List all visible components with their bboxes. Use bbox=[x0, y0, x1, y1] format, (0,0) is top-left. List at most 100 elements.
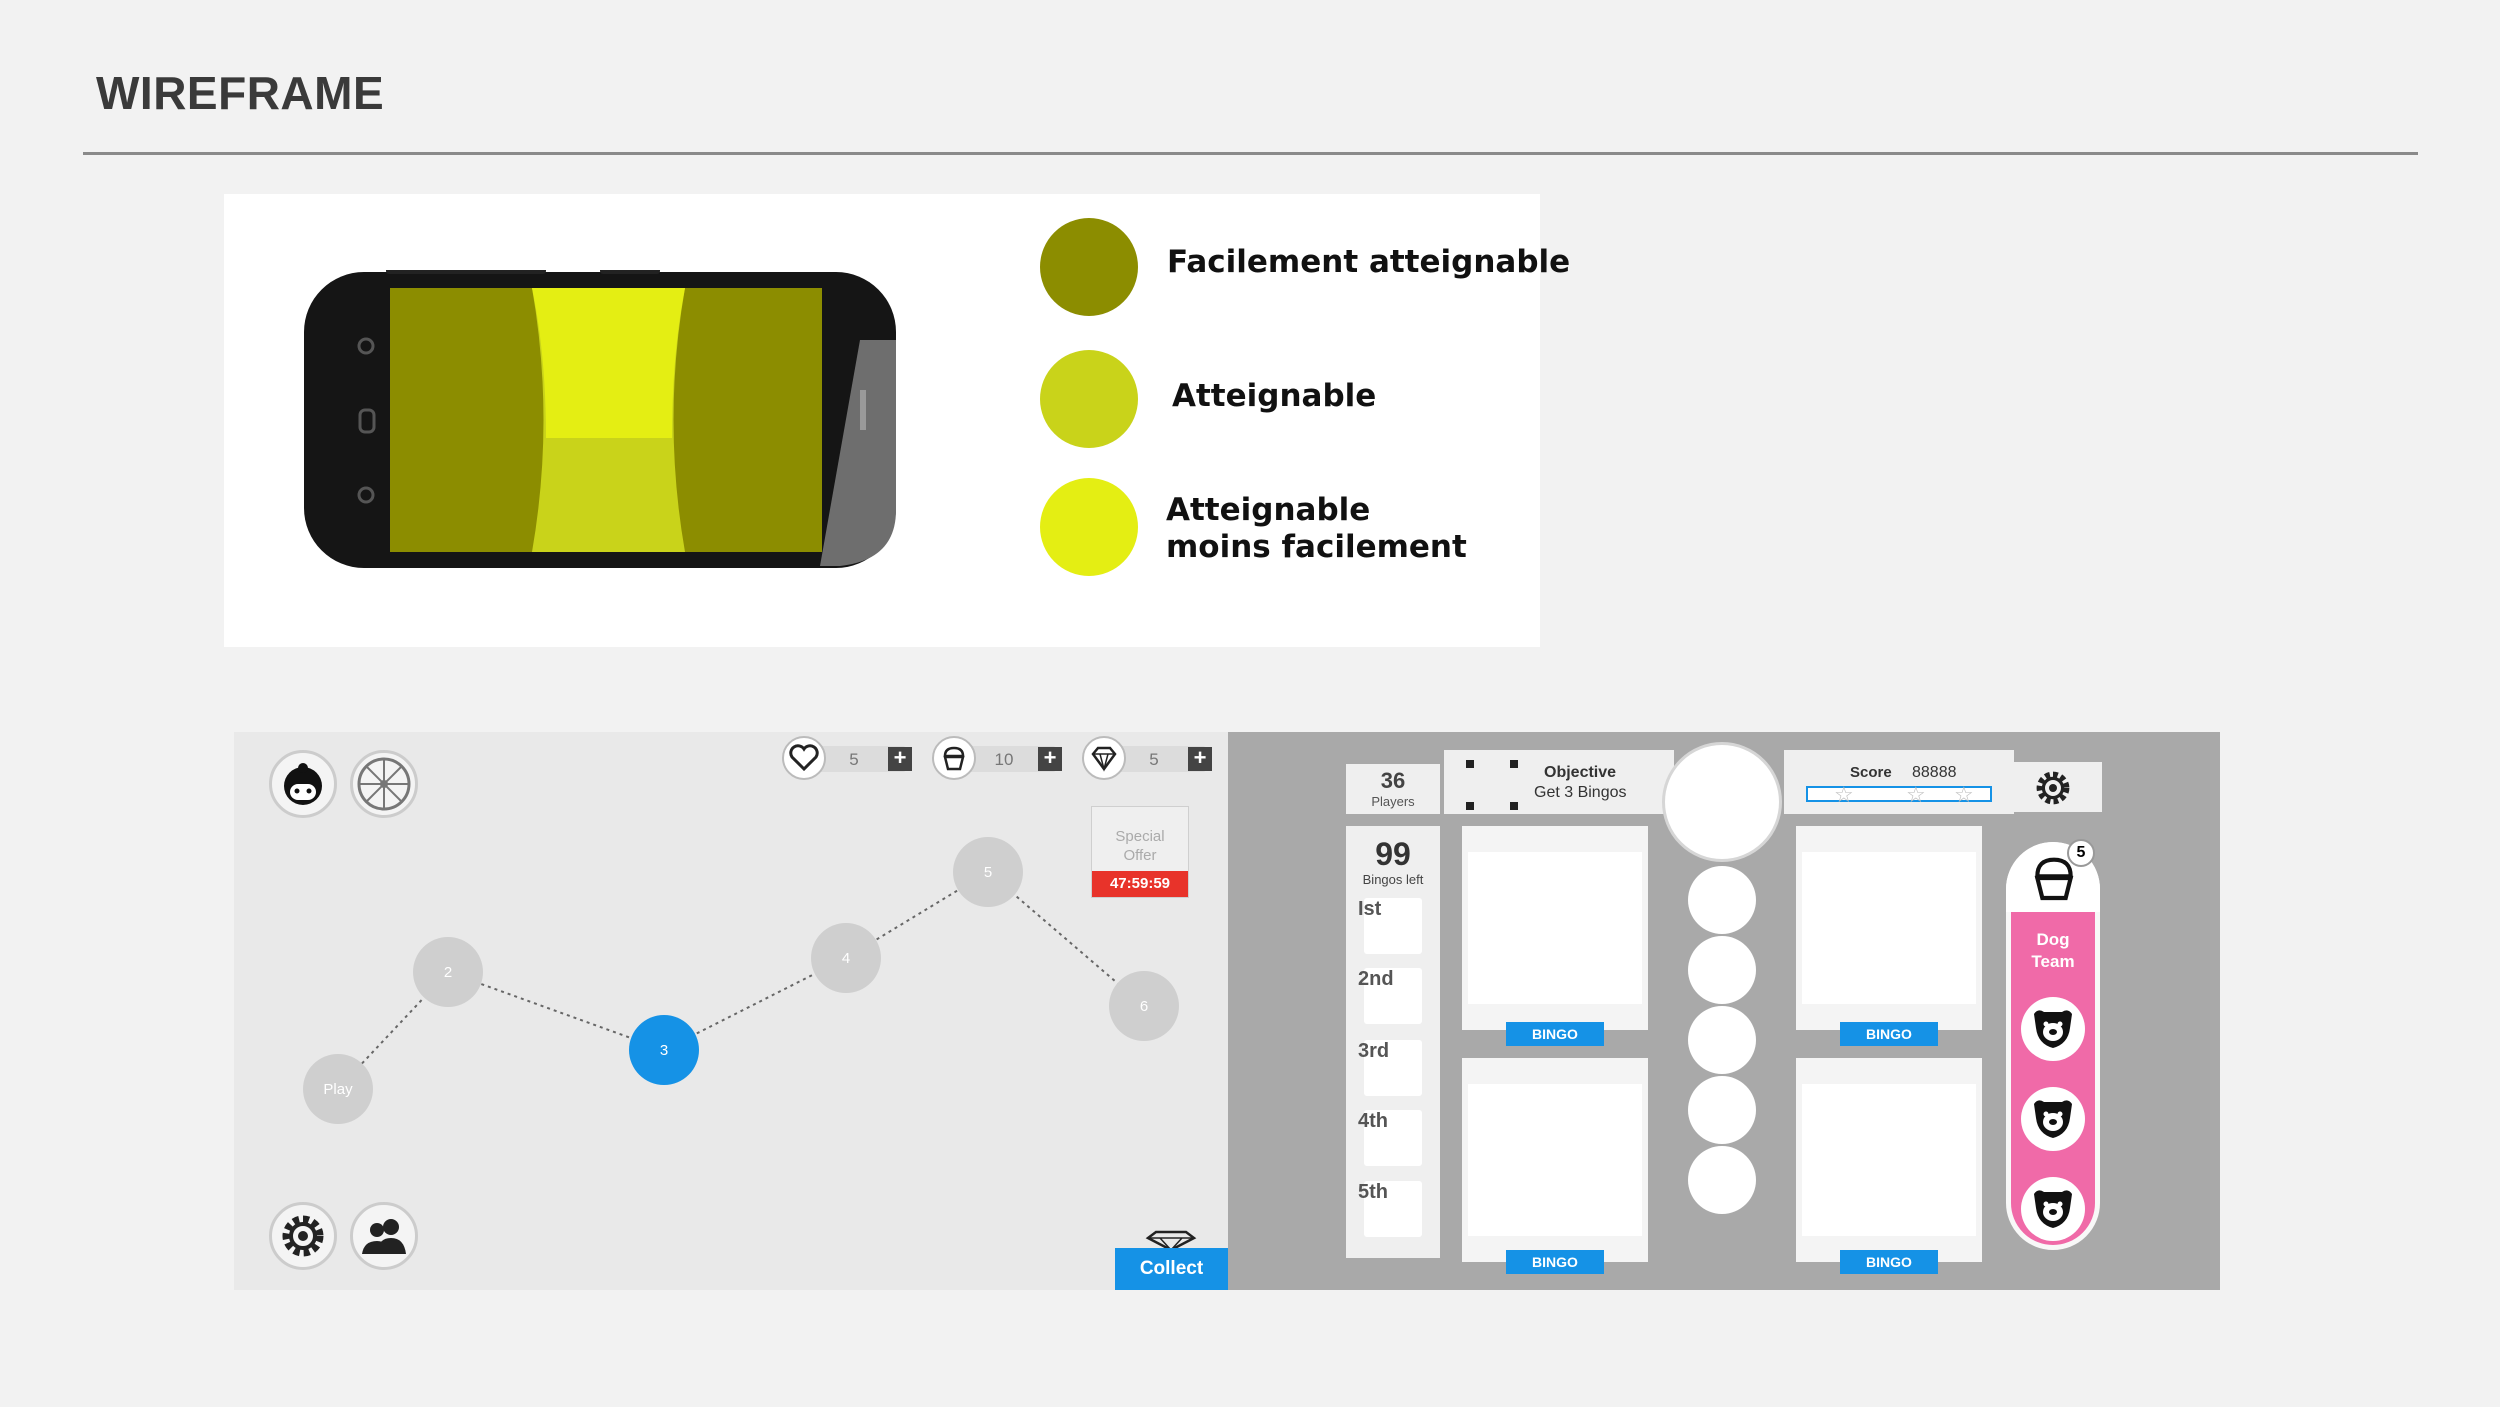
gear-icon[interactable] bbox=[2033, 768, 2073, 808]
level-node-4[interactable]: 4 bbox=[811, 923, 881, 993]
score-progress-bar bbox=[1806, 786, 1992, 802]
level-node-2[interactable]: 2 bbox=[413, 937, 483, 1007]
rank-label-3: 3rd bbox=[1358, 1040, 1390, 1062]
diamond-icon-holder bbox=[1082, 736, 1126, 780]
legend-dot-easy bbox=[1040, 218, 1138, 316]
cupcake-icon bbox=[943, 746, 965, 771]
hearts-value: 5 bbox=[849, 750, 859, 769]
team-badge: 5 bbox=[2067, 839, 2095, 867]
bingo-game-screen: 36 Players Objective Get 3 Bingos Score … bbox=[1228, 732, 2220, 1290]
rank-slot-3 bbox=[1364, 1040, 1422, 1096]
rank-label-4: 4th bbox=[1358, 1110, 1388, 1132]
players-label: Players bbox=[1371, 794, 1415, 809]
heart-icon-holder bbox=[782, 736, 826, 780]
score-star-3: ☆ bbox=[1954, 782, 1974, 807]
offer-timer: 47:59:59 bbox=[1092, 871, 1188, 897]
dog-icon bbox=[2034, 1100, 2072, 1138]
heart-icon bbox=[789, 744, 819, 772]
team-panel: 5 Dog Team bbox=[2006, 839, 2100, 1250]
current-ball bbox=[1662, 742, 1782, 862]
objective-panel: Objective Get 3 Bingos bbox=[1444, 750, 1674, 814]
legend-label-easy: Facilement atteignable bbox=[1167, 244, 1571, 280]
settings-button[interactable] bbox=[269, 1202, 337, 1270]
slide-title: WIREFRAME bbox=[96, 67, 385, 119]
special-offer-line2: Offer bbox=[1123, 847, 1157, 864]
add-hearts-button[interactable]: + bbox=[888, 747, 912, 771]
friends-button[interactable] bbox=[350, 1202, 418, 1270]
level-node-play[interactable]: Play bbox=[303, 1054, 373, 1124]
bingo-card-grid bbox=[1802, 1084, 1976, 1236]
bingos-left-count: 99 bbox=[1375, 836, 1411, 872]
dog-icon bbox=[2034, 1010, 2072, 1048]
gear-icon bbox=[282, 1215, 324, 1257]
level-map-screen: 5 + 10 + 5 + Play 2 3 4 5 6 Special Offe… bbox=[234, 732, 1228, 1290]
special-offer-label: Special Offer bbox=[1092, 827, 1188, 865]
legend-label-hard: Atteignable moins facilement bbox=[1166, 492, 1467, 566]
players-count: 36 bbox=[1380, 768, 1406, 793]
diamond-icon bbox=[1091, 746, 1117, 772]
collect-button[interactable]: Collect bbox=[1115, 1248, 1228, 1290]
score-value: 88888 bbox=[1912, 764, 1957, 781]
phone-reachability-illustration bbox=[304, 270, 896, 568]
rank-slot-1 bbox=[1364, 898, 1422, 954]
cupcakes-value: 10 bbox=[994, 750, 1014, 769]
score-panel: Score 88888 ☆ ☆ ☆ bbox=[1784, 750, 2014, 814]
avatar-icon bbox=[284, 763, 322, 805]
legend-dot-hard bbox=[1040, 478, 1138, 576]
legend-label-hard-line1: Atteignable bbox=[1166, 492, 1371, 528]
team-name: Dog Team bbox=[2011, 929, 2095, 973]
bingo-card-grid bbox=[1468, 1084, 1642, 1236]
bingo-button-2[interactable]: BINGO bbox=[1840, 1022, 1938, 1046]
dog-icon bbox=[2034, 1190, 2072, 1228]
title-divider bbox=[83, 152, 2418, 155]
bingo-card-2[interactable] bbox=[1796, 826, 1982, 1030]
level-node-6[interactable]: 6 bbox=[1109, 971, 1179, 1041]
spin-wheel-icon bbox=[357, 757, 411, 811]
drawn-ball-3 bbox=[1688, 1006, 1756, 1074]
bingo-button-3[interactable]: BINGO bbox=[1506, 1250, 1604, 1274]
level-node-3[interactable]: 3 bbox=[629, 1015, 699, 1085]
legend-label-hard-line2: moins facilement bbox=[1166, 529, 1467, 565]
rank-label-5: 5th bbox=[1358, 1181, 1388, 1203]
bingo-card-1[interactable] bbox=[1462, 826, 1648, 1030]
team-name-line2: Team bbox=[2031, 952, 2075, 971]
rank-slot-5 bbox=[1364, 1181, 1422, 1237]
bingo-card-4[interactable] bbox=[1796, 1058, 1982, 1262]
objective-title: Objective bbox=[1544, 764, 1617, 781]
add-diamonds-button[interactable]: + bbox=[1188, 747, 1212, 771]
team-member-1[interactable] bbox=[2021, 997, 2085, 1061]
objective-text: Get 3 Bingos bbox=[1534, 784, 1627, 801]
wheel-button[interactable] bbox=[350, 750, 418, 818]
avatar-button[interactable] bbox=[269, 750, 337, 818]
rank-slot-2 bbox=[1364, 968, 1422, 1024]
legend-dot-reachable bbox=[1040, 350, 1138, 448]
cupcake-icon-holder bbox=[932, 736, 976, 780]
legend-label-reachable: Atteignable bbox=[1172, 378, 1377, 414]
bingos-left-label: Bingos left bbox=[1362, 872, 1424, 887]
bingo-card-3[interactable] bbox=[1462, 1058, 1648, 1262]
special-offer-button[interactable]: Special Offer 47:59:59 bbox=[1091, 806, 1189, 898]
add-cupcakes-button[interactable]: + bbox=[1038, 747, 1062, 771]
ranking-panel: 99 Bingos left Ist 2nd 3rd 4th 5th bbox=[1346, 826, 1440, 1258]
bingo-card-grid bbox=[1802, 852, 1976, 1004]
rank-label-1-overlay: Ist bbox=[1358, 898, 1382, 920]
bingo-button-4[interactable]: BINGO bbox=[1840, 1250, 1938, 1274]
drawn-ball-2 bbox=[1688, 936, 1756, 1004]
bingo-card-grid bbox=[1468, 852, 1642, 1004]
drawn-ball-5 bbox=[1688, 1146, 1756, 1214]
team-member-2[interactable] bbox=[2021, 1087, 2085, 1151]
cupcake-icon bbox=[2034, 857, 2074, 901]
settings-panel bbox=[2008, 762, 2102, 812]
friends-icon bbox=[362, 1219, 406, 1254]
team-member-3[interactable] bbox=[2021, 1177, 2085, 1241]
level-node-5[interactable]: 5 bbox=[953, 837, 1023, 907]
score-star-2: ☆ bbox=[1906, 782, 1926, 807]
score-star-1: ☆ bbox=[1834, 782, 1854, 807]
special-offer-line1: Special bbox=[1115, 828, 1165, 845]
drawn-ball-4 bbox=[1688, 1076, 1756, 1144]
bingo-button-1[interactable]: BINGO bbox=[1506, 1022, 1604, 1046]
drawn-ball-1 bbox=[1688, 866, 1756, 934]
team-name-line1: Dog bbox=[2036, 930, 2070, 949]
diamonds-value: 5 bbox=[1149, 750, 1159, 769]
rank-label-2: 2nd bbox=[1358, 968, 1394, 990]
